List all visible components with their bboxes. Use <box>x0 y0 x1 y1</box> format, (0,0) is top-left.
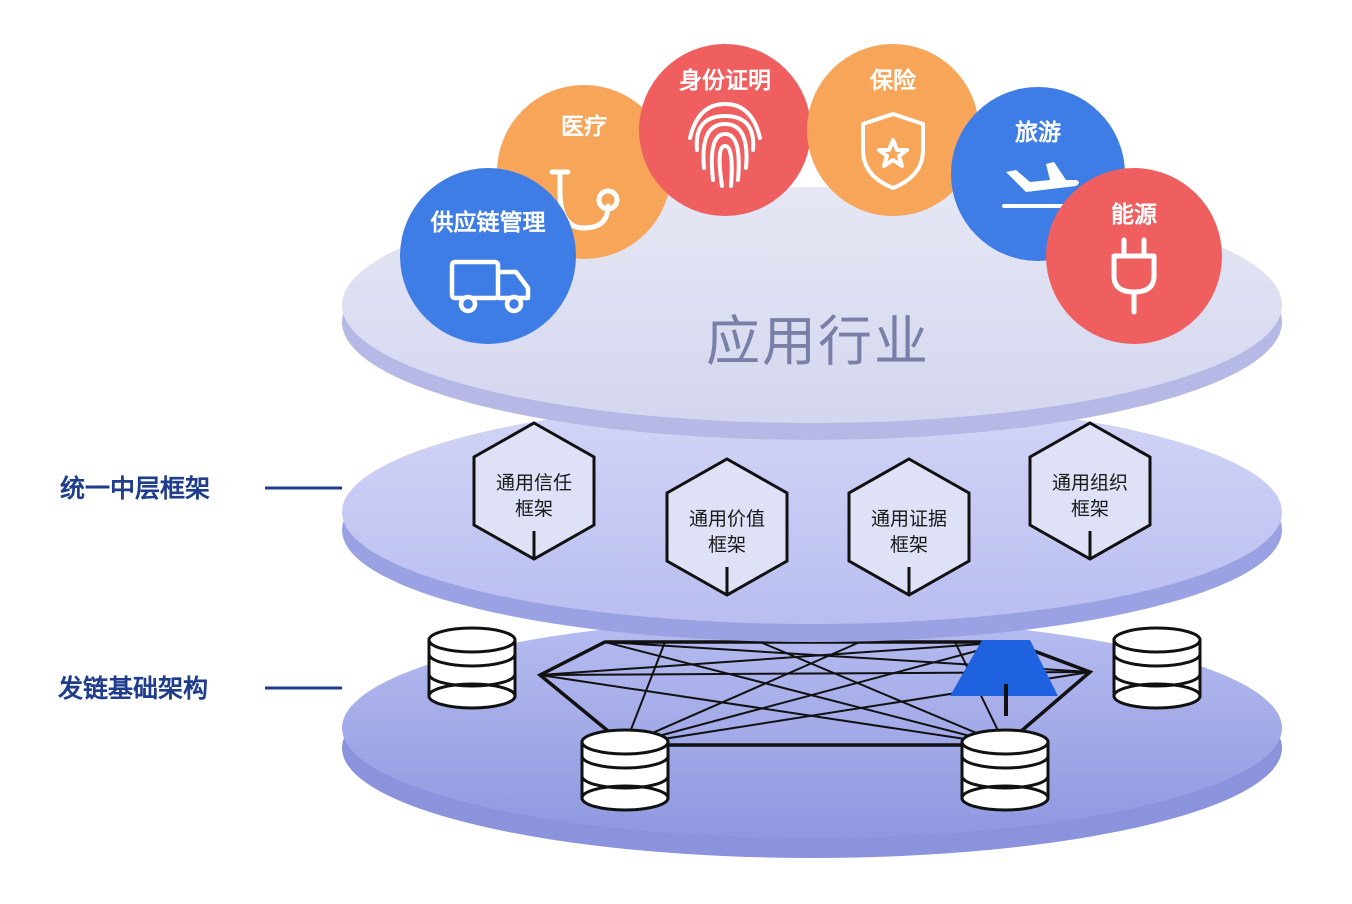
framework-hexagon-4: 通用组织 框架 <box>1028 421 1152 561</box>
industry-circle-identity: 身份证明 <box>639 44 811 216</box>
network-lines <box>536 640 1094 747</box>
blue-pyramid-icon <box>950 640 1058 716</box>
truck-icon <box>449 259 531 314</box>
industry-label: 能源 <box>1111 201 1157 228</box>
node-database-icon <box>960 728 1050 812</box>
plug-icon <box>1111 237 1157 315</box>
industry-circle-supply-chain: 供应链管理 <box>400 168 576 344</box>
framework-hexagon-3: 通用证据 框架 <box>847 457 971 597</box>
framework-hexagon-2: 通用价值 框架 <box>665 457 789 597</box>
industry-label: 供应链管理 <box>430 209 546 236</box>
framework-label-line1: 通用组织 <box>1052 472 1128 494</box>
industry-label: 旅游 <box>1015 119 1061 146</box>
framework-label-line2: 框架 <box>708 534 746 556</box>
airplane-icon <box>1002 162 1079 208</box>
bottom-layer-side-label: 发链基础架构 <box>57 674 342 703</box>
industry-circle-energy: 能源 <box>1046 168 1222 344</box>
framework-label-line2: 框架 <box>515 498 553 520</box>
node-database-icon <box>580 728 670 812</box>
stethoscope-icon <box>549 169 620 231</box>
unified-middle-framework-label: 统一中层框架 <box>60 474 210 503</box>
framework-label-line1: 通用信任 <box>496 472 572 494</box>
framework-label-line2: 框架 <box>890 534 928 556</box>
node-database-icon <box>427 626 517 710</box>
industry-label: 保险 <box>869 67 917 94</box>
middle-layer-side-label: 统一中层框架 <box>60 474 342 503</box>
industry-label: 医疗 <box>561 113 607 140</box>
bottom-layer <box>342 618 1282 858</box>
fingerprint-icon <box>688 101 762 188</box>
middle-layer: 通用信任 框架 通用价值 框架 通用证据 框架 通用组织 框架 <box>342 400 1282 716</box>
blockchain-infrastructure-label: 发链基础架构 <box>57 674 208 703</box>
framework-label-line2: 框架 <box>1071 498 1109 520</box>
application-industry-title: 应用行业 <box>706 310 930 373</box>
framework-label-line1: 通用证据 <box>871 508 947 530</box>
shield-icon <box>861 112 925 190</box>
framework-hexagon-1: 通用信任 框架 <box>472 421 596 561</box>
industry-label: 身份证明 <box>679 67 771 94</box>
node-database-icon <box>1112 626 1202 710</box>
framework-label-line1: 通用价值 <box>689 508 765 530</box>
industry-circle-insurance: 保险 <box>807 44 979 216</box>
